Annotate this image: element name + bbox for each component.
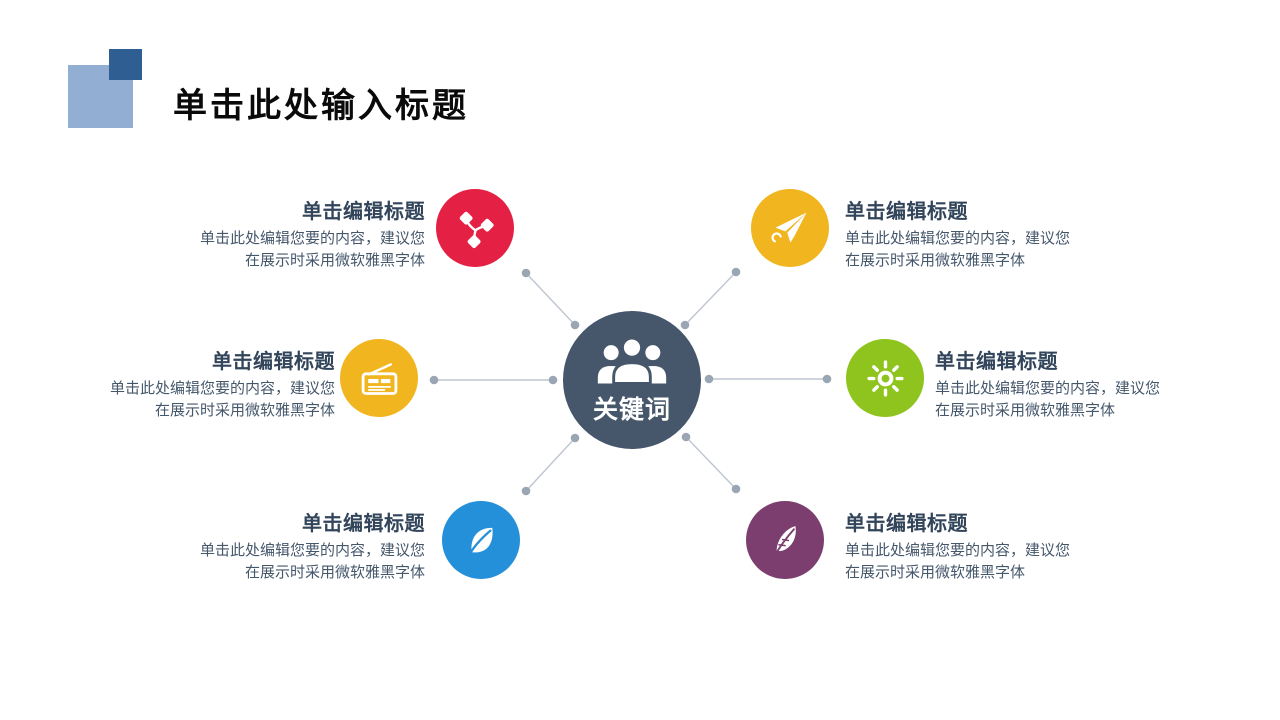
text-block-top-left[interactable]: 单击编辑标题 单击此处编辑您要的内容，建议您 在展示时采用微软雅黑字体 <box>153 195 425 271</box>
text-block-top-right[interactable]: 单击编辑标题 单击此处编辑您要的内容，建议您 在展示时采用微软雅黑字体 <box>845 195 1117 271</box>
text-block-middle-right[interactable]: 单击编辑标题 单击此处编辑您要的内容，建议您 在展示时采用微软雅黑字体 <box>935 345 1207 421</box>
radio-icon <box>361 362 397 395</box>
satellite-circle-bottom-right[interactable] <box>746 501 824 579</box>
connector-dot <box>822 374 832 384</box>
item-heading: 单击编辑标题 <box>302 513 425 535</box>
item-heading: 单击编辑标题 <box>845 513 968 535</box>
item-heading: 单击编辑标题 <box>845 201 968 223</box>
connector-dot <box>731 267 741 277</box>
slide-title[interactable]: 单击此处输入标题 <box>173 87 469 125</box>
connector-line <box>684 271 737 326</box>
connector-dot <box>521 486 531 496</box>
paper-plane-icon <box>771 212 806 243</box>
satellite-circle-middle-left[interactable] <box>340 339 418 417</box>
satellite-circle-bottom-left[interactable] <box>442 501 520 579</box>
keyword-label: 关键词 <box>592 395 671 424</box>
satellite-circle-top-right[interactable] <box>751 189 829 267</box>
text-block-bottom-left[interactable]: 单击编辑标题 单击此处编辑您要的内容，建议您 在展示时采用微软雅黑字体 <box>153 507 425 583</box>
text-block-middle-left[interactable]: 单击编辑标题 单击此处编辑您要的内容，建议您 在展示时采用微软雅黑字体 <box>63 345 335 421</box>
item-body: 单击此处编辑您要的内容，建议您 在展示时采用微软雅黑字体 <box>845 542 1071 581</box>
connector-line <box>525 272 576 326</box>
connector-dot <box>521 268 531 278</box>
satellite-circle-middle-right[interactable] <box>846 339 924 417</box>
satellite-circle-top-left[interactable] <box>436 189 514 267</box>
leaf-icon <box>466 527 493 558</box>
people-group-icon <box>597 336 667 385</box>
keyword-hub-circle[interactable]: 关键词 <box>563 311 701 449</box>
item-body: 单击此处编辑您要的内容，建议您 在展示时采用微软雅黑字体 <box>199 542 425 581</box>
item-body: 单击此处编辑您要的内容，建议您 在展示时采用微软雅黑字体 <box>845 230 1071 269</box>
connector-dot <box>570 320 580 330</box>
item-heading: 单击编辑标题 <box>212 351 335 373</box>
connector-dot <box>680 320 690 330</box>
sun-icon <box>866 359 904 397</box>
item-heading: 单击编辑标题 <box>302 201 425 223</box>
connector-dot <box>429 375 439 385</box>
text-block-bottom-right[interactable]: 单击编辑标题 单击此处编辑您要的内容，建议您 在展示时采用微软雅黑字体 <box>845 507 1117 583</box>
item-heading: 单击编辑标题 <box>935 351 1058 373</box>
connector-line <box>525 437 576 492</box>
item-body: 单击此处编辑您要的内容，建议您 在展示时采用微软雅黑字体 <box>935 380 1161 419</box>
item-body: 单击此处编辑您要的内容，建议您 在展示时采用微软雅黑字体 <box>199 230 425 269</box>
connector-dot <box>704 374 714 384</box>
connector-dot <box>570 433 580 443</box>
connector-dot <box>681 432 691 442</box>
network-nodes-icon <box>459 211 494 248</box>
connector-dot <box>731 484 741 494</box>
decor-square-dark <box>109 49 142 80</box>
connector-line <box>685 436 737 490</box>
feather-icon <box>771 525 796 559</box>
connector-dot <box>548 375 558 385</box>
item-body: 单击此处编辑您要的内容，建议您 在展示时采用微软雅黑字体 <box>109 380 335 419</box>
